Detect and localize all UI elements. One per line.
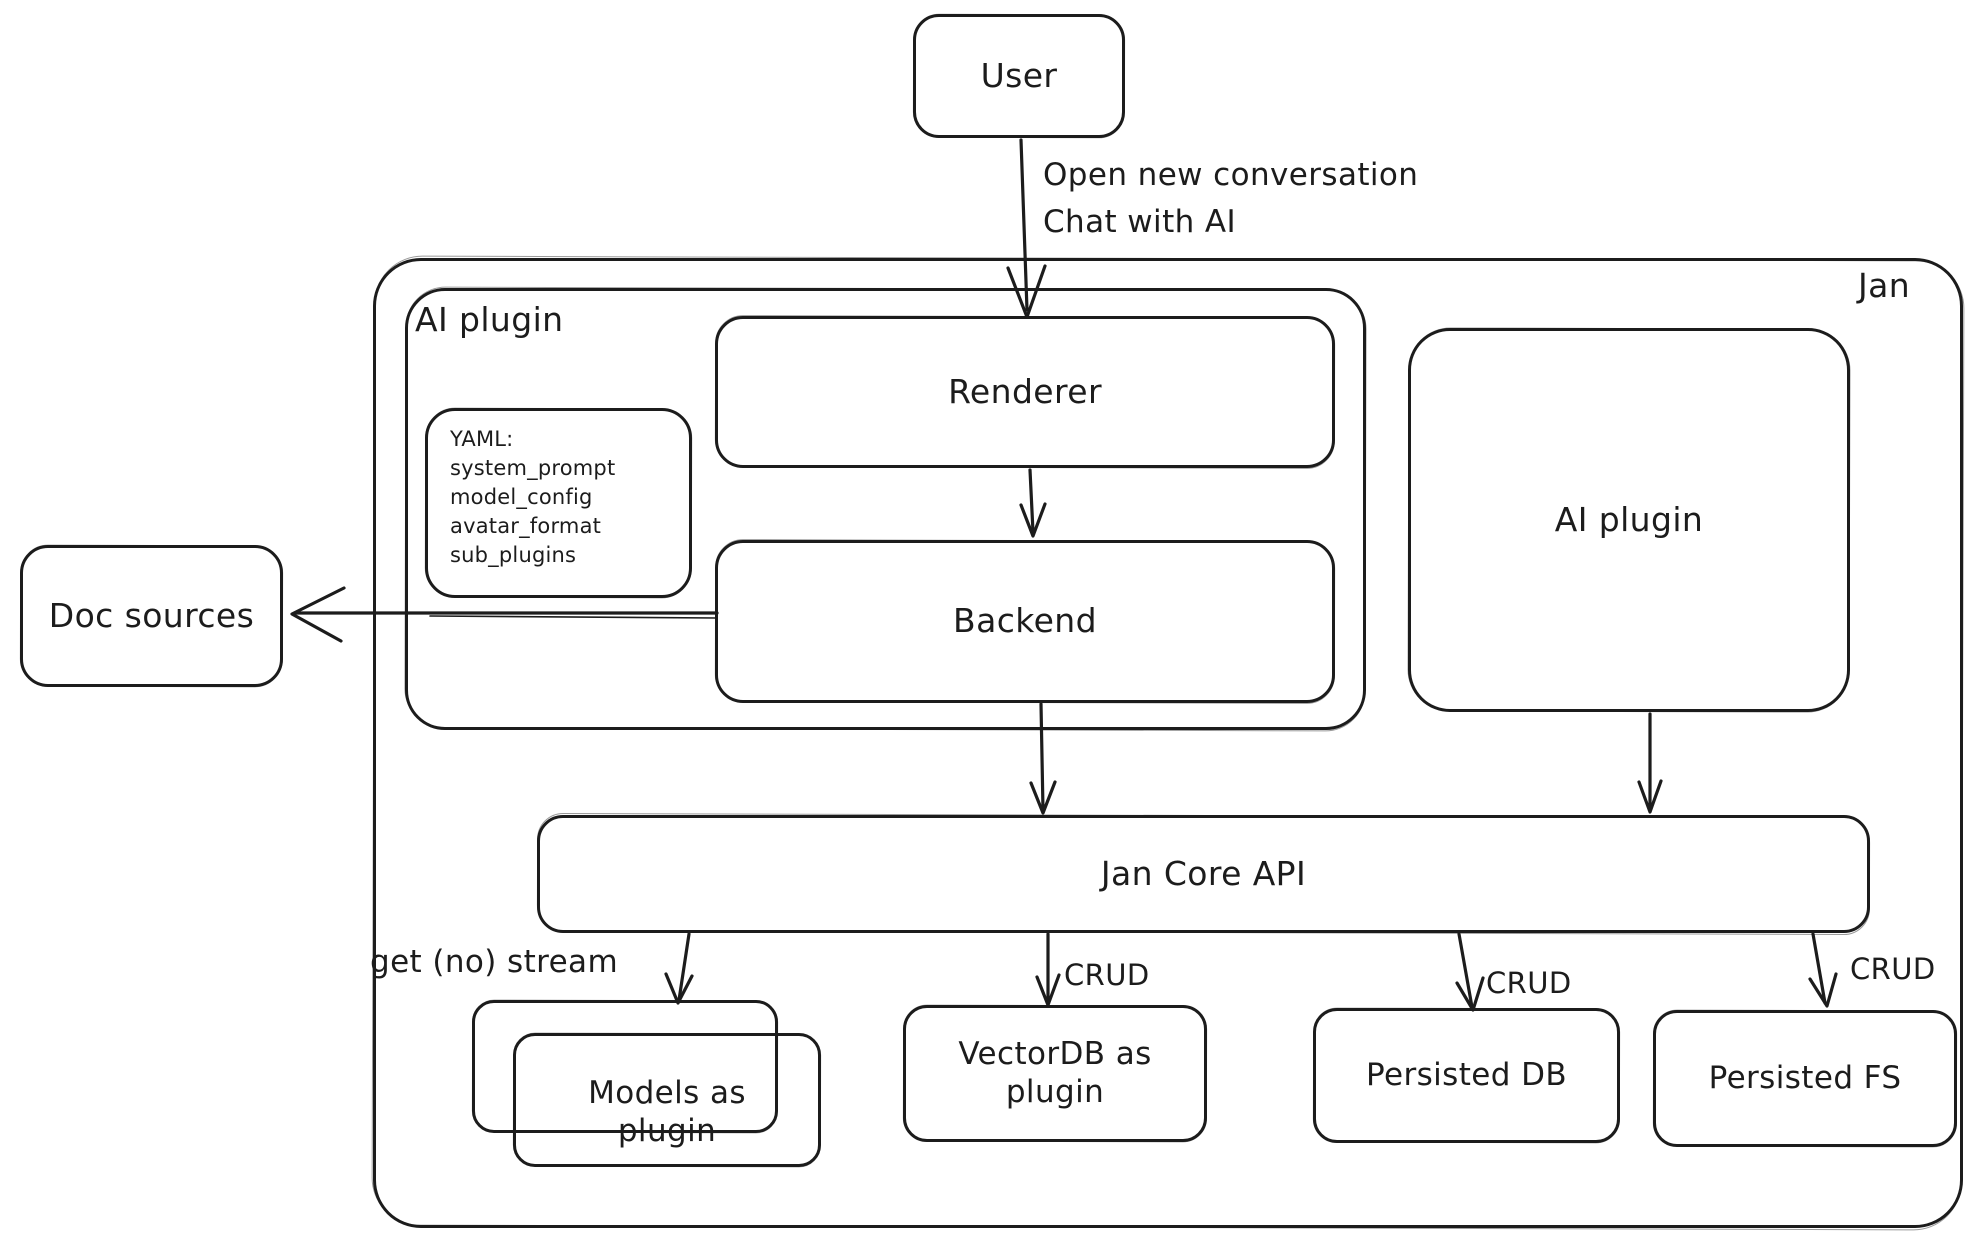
edge-label-crud-vectordb: CRUD (1064, 958, 1150, 992)
node-renderer: Renderer (715, 316, 1335, 468)
yaml-line: YAML: (450, 427, 514, 451)
yaml-line: sub_plugins (450, 543, 577, 567)
renderer-label: Renderer (948, 371, 1102, 411)
vectordb-plugin-label: VectorDB as plugin (958, 1035, 1152, 1110)
models-plugin-label: Models as plugin (588, 1075, 746, 1149)
backend-label: Backend (953, 601, 1097, 641)
yaml-note-text: YAML: system_prompt model_config avatar_… (428, 411, 623, 570)
node-vectordb: VectorDB as plugin (903, 1005, 1207, 1142)
edge-label-line: Chat with AI (1043, 204, 1237, 240)
user-label: User (980, 55, 1058, 95)
edge-label-crud-persisted-fs: CRUD (1850, 952, 1936, 986)
node-doc-sources: Doc sources (20, 545, 283, 687)
edge-label-open-conversation: Open new conversation Chat with AI (1043, 152, 1418, 246)
node-user: User (913, 14, 1125, 138)
jan-core-api-label: Jan Core API (1100, 853, 1307, 893)
container-jan (373, 258, 1963, 1228)
yaml-line: avatar_format (450, 514, 602, 538)
jan-container-label: Jan (1858, 266, 1911, 305)
persisted-db-label: Persisted DB (1365, 1056, 1568, 1093)
doc-sources-label: Doc sources (48, 595, 255, 635)
edge-label-crud-persisted-db: CRUD (1486, 966, 1572, 1000)
node-models-inner: Models as plugin (513, 1033, 821, 1167)
node-persisted-db: Persisted DB (1313, 1008, 1620, 1143)
persisted-fs-label: Persisted FS (1708, 1059, 1902, 1096)
node-backend: Backend (715, 540, 1335, 703)
node-persisted-fs: Persisted FS (1653, 1010, 1957, 1147)
ai-plugin-right-label: AI plugin (1554, 499, 1704, 539)
yaml-line: system_prompt (450, 456, 616, 480)
yaml-line: model_config (450, 485, 593, 509)
edge-label-get-no-stream: get (no) stream (370, 944, 619, 980)
node-ai-plugin-right: AI plugin (1408, 328, 1850, 712)
note-yaml: YAML: system_prompt model_config avatar_… (425, 408, 692, 598)
container-ai-plugin-left (405, 288, 1366, 730)
node-jan-core-api: Jan Core API (537, 815, 1870, 933)
ai-plugin-left-label: AI plugin (415, 300, 564, 339)
edge-label-line: Open new conversation (1043, 157, 1419, 193)
